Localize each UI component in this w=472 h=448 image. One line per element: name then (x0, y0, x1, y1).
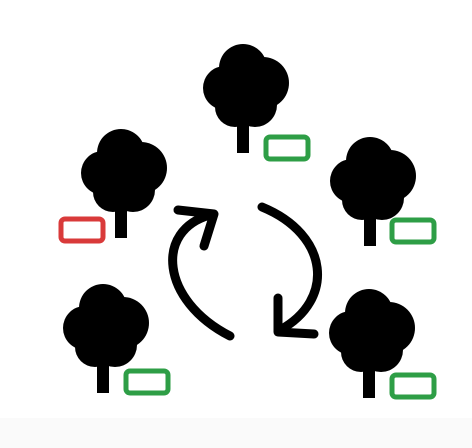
tree-icon (329, 289, 415, 398)
tree-bottom-left-tag (123, 368, 171, 396)
tree-left (58, 129, 167, 244)
cycle-arrow-left-icon (168, 205, 235, 341)
cycle-arrows (168, 202, 322, 341)
tree-left-tag (58, 216, 106, 244)
tree-top (203, 44, 311, 162)
tree-right-tag (389, 217, 437, 245)
tree-icon (81, 129, 167, 238)
tree-right (330, 137, 437, 246)
tree-icon (63, 284, 149, 393)
tree-icon (330, 137, 416, 246)
tree-bottom-right-tag (389, 372, 437, 400)
tree-bottom-left (63, 284, 171, 396)
tree-bottom-right (329, 289, 437, 400)
bottom-band (0, 418, 472, 448)
cycle-arrow-right-icon (257, 202, 322, 339)
tree-top-tag (263, 134, 311, 162)
